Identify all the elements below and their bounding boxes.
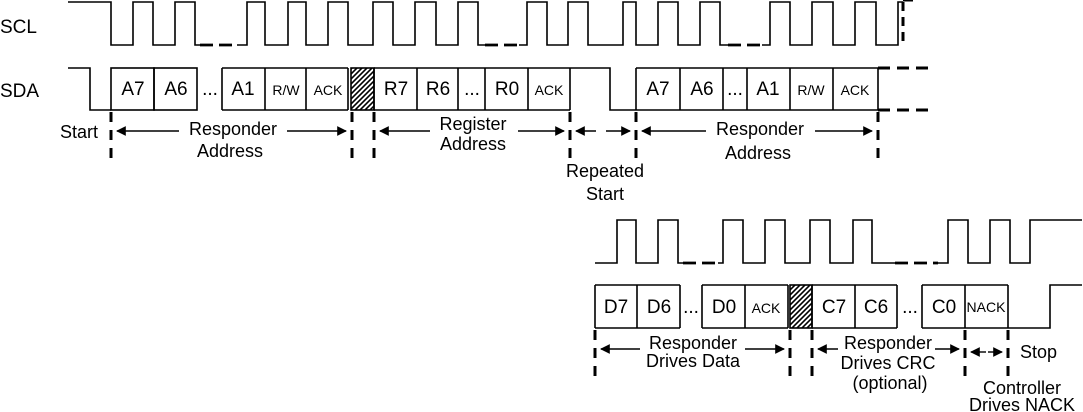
scl-waveform-row1 bbox=[68, 0, 913, 47]
bit-ellipsis: ... bbox=[727, 79, 743, 100]
bit-label: A1 bbox=[231, 79, 254, 100]
span-arrows-row2 bbox=[600, 344, 1003, 357]
controller-drives-nack-label: Drives NACK bbox=[969, 395, 1075, 412]
bit-label: ACK bbox=[535, 82, 564, 98]
bit-label: NACK bbox=[967, 299, 1007, 315]
sda-bits-row1: A7 A6 ... A1 R/W ACK R7 R6 ... R0 ACK A7… bbox=[121, 79, 870, 100]
responder-address-label: Address bbox=[725, 143, 791, 163]
responder-drives-data-label: Responder bbox=[649, 333, 737, 353]
bit-label: R/W bbox=[797, 82, 825, 98]
responder-address-label: Responder bbox=[716, 119, 804, 139]
sda-label: SDA bbox=[0, 81, 39, 102]
boundary-markers-row1 bbox=[109, 112, 880, 158]
start-label: Start bbox=[60, 122, 98, 142]
sda-waveform-row2 bbox=[594, 284, 1082, 329]
bit-label: A6 bbox=[164, 79, 187, 100]
field-labels-row2: Responder Drives Data Responder Drives C… bbox=[646, 333, 1075, 412]
bit-label: C6 bbox=[864, 297, 888, 318]
bit-label: D0 bbox=[712, 297, 736, 318]
bit-label: D6 bbox=[647, 297, 671, 318]
bit-label: A1 bbox=[756, 79, 779, 100]
register-address-label: Register bbox=[439, 114, 506, 134]
bit-ellipsis: ... bbox=[202, 79, 218, 100]
responder-drives-data-label: Drives Data bbox=[646, 351, 741, 371]
bit-label: ACK bbox=[314, 82, 343, 98]
bit-label: ACK bbox=[752, 300, 781, 316]
bit-label: R/W bbox=[272, 82, 300, 98]
responder-address-label: Address bbox=[197, 141, 263, 161]
field-labels-row1: Start Responder Address Register Address… bbox=[60, 114, 804, 204]
scl-waveform-row2 bbox=[595, 219, 1082, 265]
bit-ellipsis: ... bbox=[464, 79, 480, 100]
sda-waveform-row1 bbox=[68, 66, 935, 112]
register-address-label: Address bbox=[440, 134, 506, 154]
responder-address-label: Responder bbox=[189, 119, 277, 139]
scl-label: SCL bbox=[0, 17, 37, 38]
bit-label: D7 bbox=[604, 297, 628, 318]
controller-drives-nack-label: Controller bbox=[983, 378, 1061, 398]
repeated-start-label: Start bbox=[586, 184, 624, 204]
boundary-markers-row2 bbox=[593, 330, 1010, 376]
stop-label: Stop bbox=[1020, 342, 1057, 362]
bit-label: ACK bbox=[841, 82, 870, 98]
bit-label: A6 bbox=[690, 79, 713, 100]
bit-label: C7 bbox=[822, 297, 846, 318]
responder-drives-crc-label: Responder bbox=[844, 333, 932, 353]
responder-drives-crc-label: Drives CRC bbox=[840, 353, 935, 373]
bit-ellipsis: ... bbox=[683, 297, 699, 318]
bit-label: A7 bbox=[646, 79, 669, 100]
bit-label: R7 bbox=[384, 79, 408, 100]
bit-label: R0 bbox=[495, 79, 519, 100]
responder-drives-crc-label: (optional) bbox=[852, 373, 927, 393]
bit-label: A7 bbox=[121, 79, 144, 100]
bit-label: C0 bbox=[932, 297, 956, 318]
bit-ellipsis: ... bbox=[902, 297, 918, 318]
repeated-start-label: Repeated bbox=[566, 161, 644, 181]
sda-bits-row2: D7 D6 ... D0 ACK C7 C6 ... C0 NACK bbox=[604, 297, 1006, 318]
bit-label: R6 bbox=[426, 79, 450, 100]
